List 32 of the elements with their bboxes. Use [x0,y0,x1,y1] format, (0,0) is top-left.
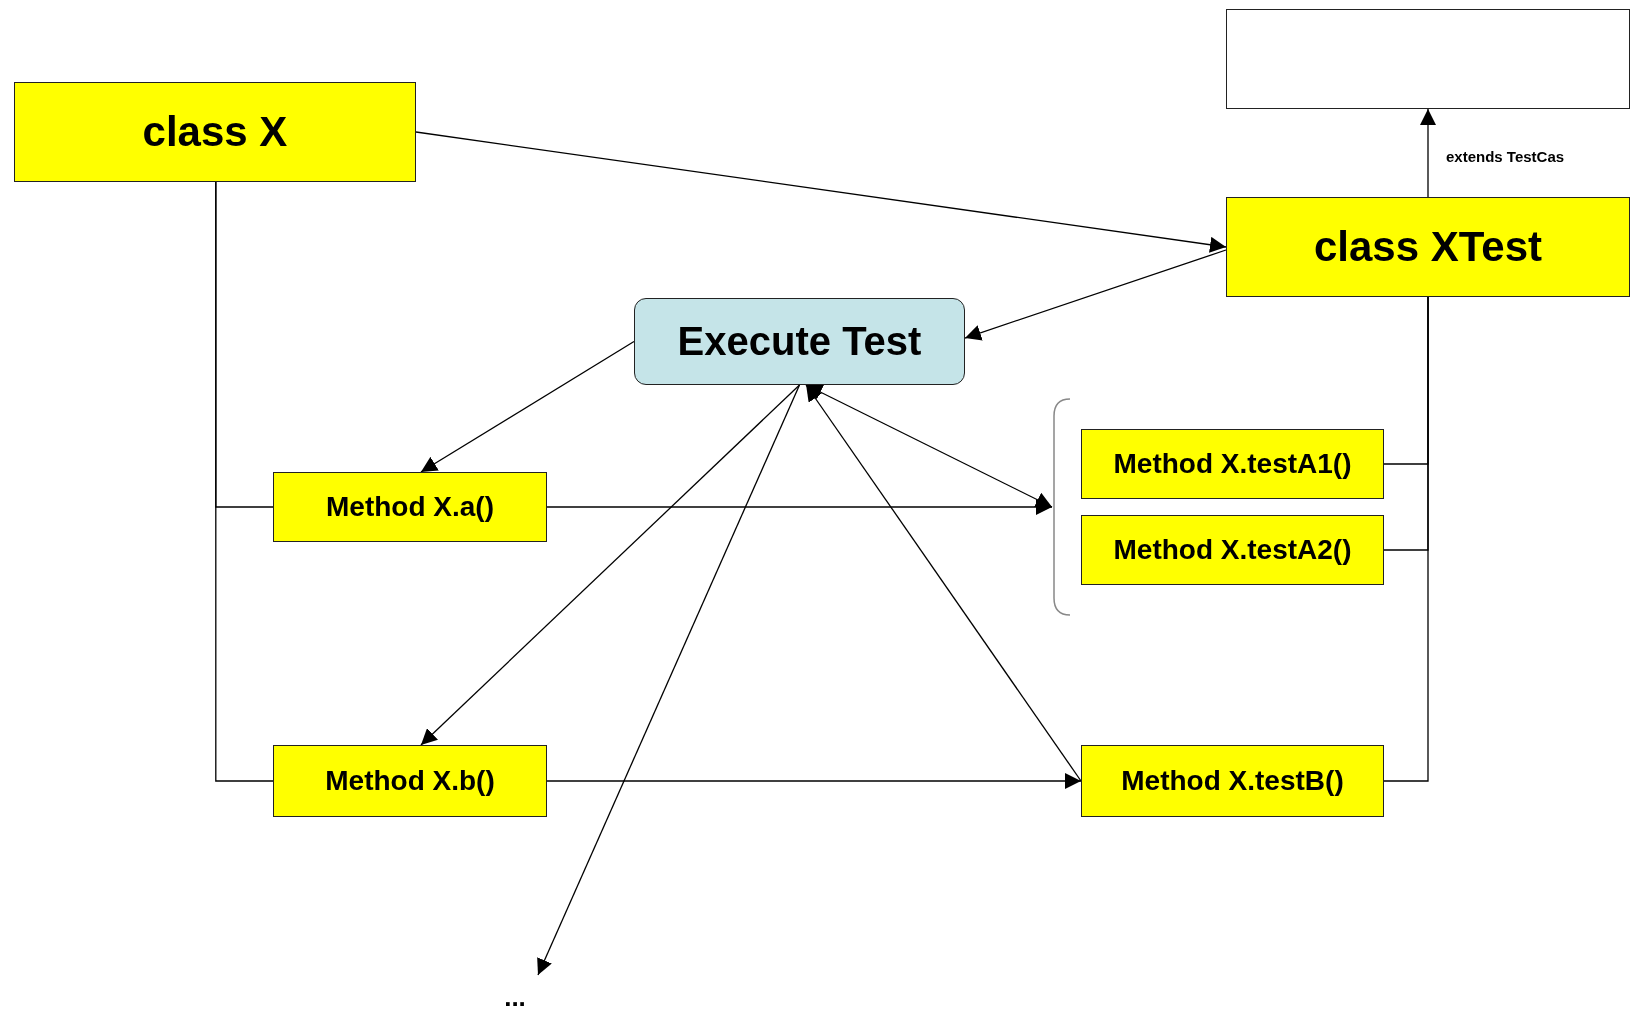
class-box [14,82,416,182]
class-box [1226,197,1630,297]
method-box [273,472,547,542]
node-label: class XTest [1314,223,1542,271]
node-label: Method X.a() [326,491,494,523]
method-box [1081,745,1384,817]
connector-line [1383,296,1429,782]
node-label: Execute Test [677,319,922,364]
arrow [805,384,1053,508]
node-label: Method X.testA2() [1113,534,1352,566]
method-box [1081,515,1384,585]
edge-label: extends TestCas [1444,148,1567,165]
connector-line [215,181,274,782]
process-box [634,298,965,385]
node-label: Method X.testB() [1121,765,1344,797]
arrow [537,384,801,976]
node-label: Method X.b() [325,765,495,797]
arrow [546,499,1053,515]
arrow [805,384,1082,782]
method-box [273,745,547,817]
package-box [1226,9,1630,109]
arrow [420,384,801,746]
arrow [1420,108,1436,198]
arrow [415,131,1227,253]
arrow [546,773,1082,789]
arrow [964,249,1227,341]
arrow [420,340,635,473]
curly-bracket [1052,398,1072,616]
ellipsis-text: ... [490,975,540,1020]
method-box [1081,429,1384,499]
node-label: class X [142,108,288,156]
node-label: Method X.testA1() [1113,448,1352,480]
